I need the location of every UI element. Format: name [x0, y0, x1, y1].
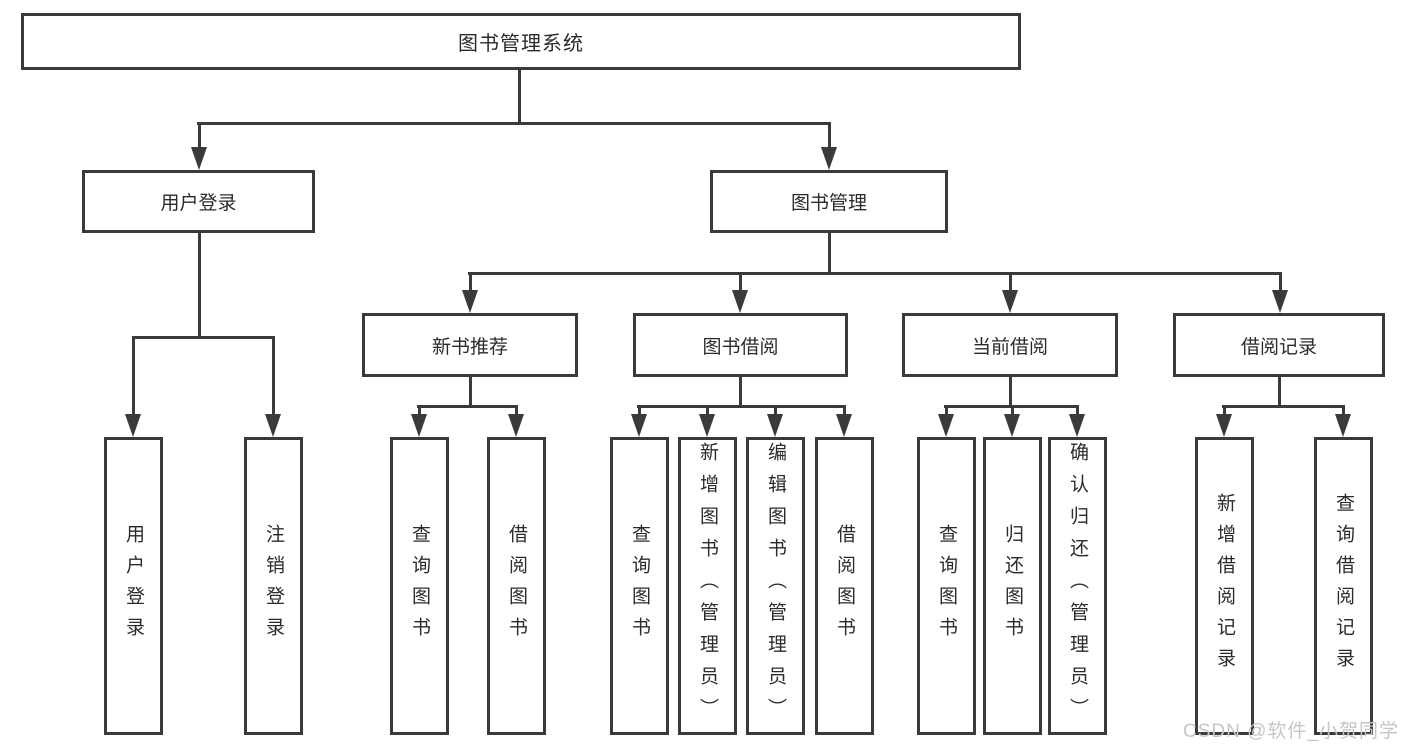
node-label: 注销登录: [263, 524, 284, 648]
node-label: 查询图书: [936, 524, 957, 648]
connector-drop: [843, 405, 846, 417]
connector-new-book-stem: [469, 377, 472, 408]
node-label: 借阅图书: [506, 524, 527, 648]
connector-book-management-stem: [828, 233, 831, 275]
node-new-book-recommendation: 新书推荐: [362, 313, 578, 377]
connector-drop: [706, 405, 709, 417]
leaf-borrow-books-2: 借阅图书: [815, 437, 874, 735]
connector-drop-book-borrowing: [739, 272, 742, 293]
connector-drop-leaf-login: [132, 336, 135, 417]
connector-current-borrowing-stem: [1009, 377, 1012, 408]
connector-new-book-rail: [417, 405, 517, 408]
node-label: 查询借阅记录: [1333, 493, 1354, 679]
node-label: 当前借阅: [971, 336, 1048, 358]
leaf-query-books-2: 查询图书: [610, 437, 669, 735]
node-label: 图书管理系统: [458, 33, 584, 55]
arrowhead-icon: [699, 414, 715, 437]
node-label: 编辑图书（管理员）: [765, 442, 786, 730]
connector-borrowing-records-stem: [1278, 377, 1281, 408]
node-library-management-system: 图书管理系统: [21, 13, 1021, 70]
connector-drop: [515, 405, 518, 417]
arrowhead-icon: [631, 414, 647, 437]
connector-drop-book-management: [828, 122, 831, 150]
connector-drop: [638, 405, 641, 417]
leaf-add-books-admin: 新增图书（管理员）: [678, 437, 737, 735]
node-label: 新增图书（管理员）: [697, 442, 718, 730]
arrowhead-icon: [767, 414, 783, 437]
connector-book-borrowing-stem: [739, 377, 742, 408]
node-label: 图书管理: [790, 193, 867, 214]
connector-user-login-stem: [198, 233, 201, 339]
connector-drop: [1223, 405, 1226, 417]
connector-user-login-rail: [132, 336, 275, 339]
node-label: 图书借阅: [702, 336, 779, 358]
node-label: 借阅记录: [1240, 336, 1317, 358]
node-label: 新增借阅记录: [1214, 493, 1235, 679]
connector-root-rail: [197, 122, 831, 125]
node-user-login: 用户登录: [82, 170, 315, 233]
node-label: 查询图书: [409, 524, 430, 648]
connector-borrowing-records-rail: [1222, 405, 1345, 408]
arrowhead-icon: [1335, 414, 1351, 437]
csdn-watermark: CSDN @软件_小贺同学: [1183, 721, 1399, 742]
node-label: 借阅图书: [834, 524, 855, 648]
connector-drop: [1011, 405, 1014, 417]
connector-drop: [418, 405, 421, 417]
connector-drop-new-book: [469, 272, 472, 293]
node-current-borrowing: 当前借阅: [902, 313, 1118, 377]
connector-drop: [774, 405, 777, 417]
leaf-borrow-books-1: 借阅图书: [487, 437, 546, 735]
connector-root-stem: [518, 69, 521, 125]
connector-drop-user-login: [198, 122, 201, 150]
leaf-query-borrow-record: 查询借阅记录: [1314, 437, 1373, 735]
connector-drop-current-borrowing: [1009, 272, 1012, 293]
arrowhead-icon: [265, 414, 281, 437]
arrowhead-icon: [1069, 414, 1085, 437]
arrowhead-icon: [821, 147, 837, 170]
node-label: 新书推荐: [431, 336, 508, 358]
leaf-query-books-1: 查询图书: [390, 437, 449, 735]
arrowhead-icon: [1216, 414, 1232, 437]
node-book-borrowing: 图书借阅: [633, 313, 848, 377]
arrowhead-icon: [125, 414, 141, 437]
node-label: 用户登录: [160, 193, 237, 214]
connector-drop: [945, 405, 948, 417]
connector-drop-leaf-logout: [272, 336, 275, 417]
node-label: 归还图书: [1002, 524, 1023, 648]
node-label: 查询图书: [629, 524, 650, 648]
arrowhead-icon: [1004, 414, 1020, 437]
arrowhead-icon: [938, 414, 954, 437]
node-label: 确认归还（管理员）: [1067, 442, 1088, 730]
connector-drop: [1342, 405, 1345, 417]
leaf-add-borrow-record: 新增借阅记录: [1195, 437, 1254, 735]
arrowhead-icon: [1272, 290, 1288, 313]
leaf-confirm-return-admin: 确认归还（管理员）: [1048, 437, 1107, 735]
leaf-user-login: 用户登录: [104, 437, 163, 735]
arrowhead-icon: [1002, 290, 1018, 313]
leaf-return-books: 归还图书: [983, 437, 1042, 735]
node-book-management: 图书管理: [710, 170, 948, 233]
connector-book-borrowing-rail: [637, 405, 846, 408]
arrowhead-icon: [191, 147, 207, 170]
arrowhead-icon: [732, 290, 748, 313]
leaf-edit-books-admin: 编辑图书（管理员）: [746, 437, 805, 735]
arrowhead-icon: [411, 414, 427, 437]
leaf-logout: 注销登录: [244, 437, 303, 735]
arrowhead-icon: [462, 290, 478, 313]
arrowhead-icon: [508, 414, 524, 437]
node-label: 用户登录: [123, 524, 144, 648]
leaf-query-books-3: 查询图书: [917, 437, 976, 735]
connector-drop: [1076, 405, 1079, 417]
connector-book-management-rail: [468, 272, 1282, 275]
node-borrowing-records: 借阅记录: [1173, 313, 1385, 377]
connector-drop-borrowing-records: [1279, 272, 1282, 293]
arrowhead-icon: [836, 414, 852, 437]
